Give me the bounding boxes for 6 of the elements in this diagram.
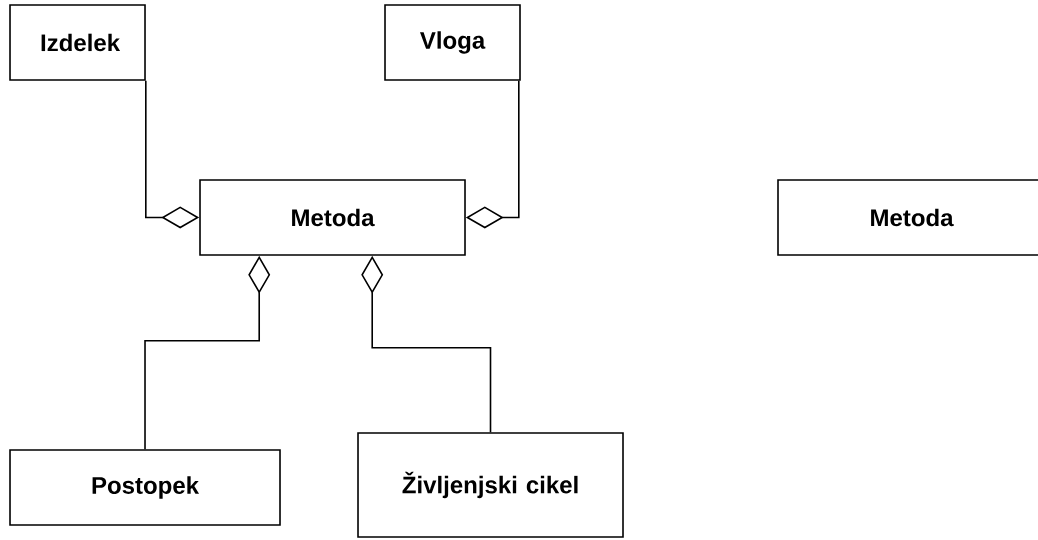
class-box: Izdelek	[9, 4, 146, 81]
class-box: Vloga	[384, 4, 521, 81]
class-box: Metoda	[777, 179, 1038, 256]
class-box: Postopek	[9, 449, 281, 526]
class-box: Življenjski cikel	[357, 432, 624, 538]
class-box: Metoda	[199, 179, 466, 256]
